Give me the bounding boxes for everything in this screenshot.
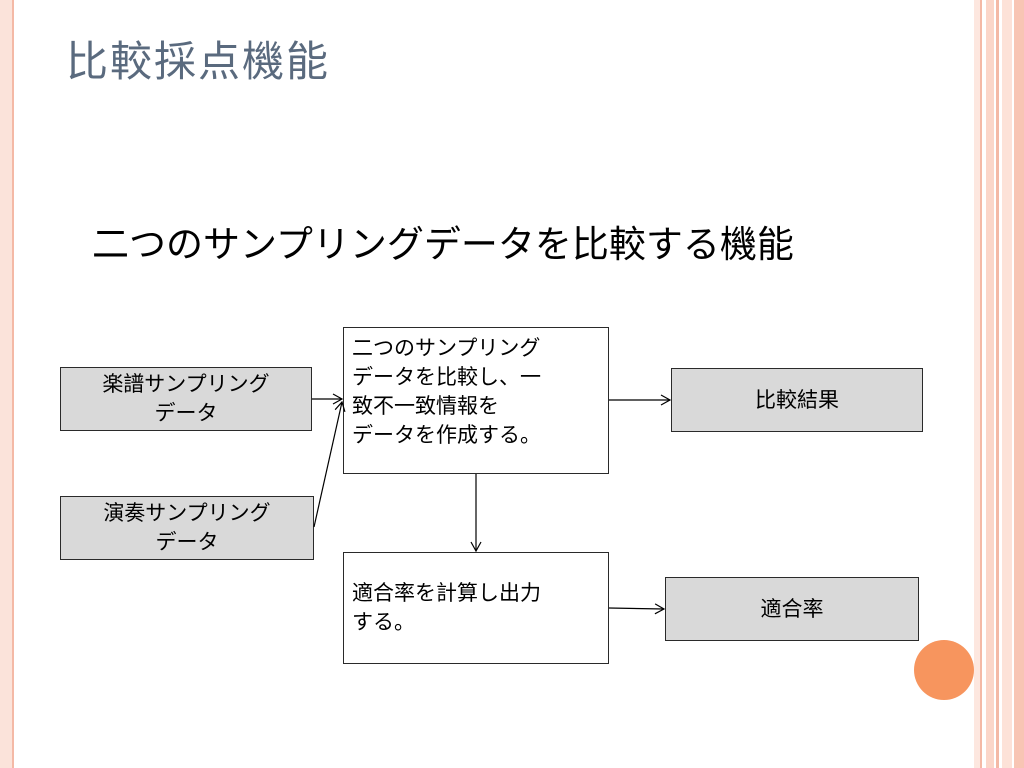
compare-result-box: 比較結果 <box>671 368 923 432</box>
slide-title: 比較採点機能 <box>66 37 331 86</box>
stripe <box>980 0 982 768</box>
arrow-calc-to-match-rate <box>608 603 666 615</box>
left-border-decoration <box>0 0 14 768</box>
performance-sampling-data-box: 演奏サンプリング データ <box>60 496 314 560</box>
calc-output-process-box: 適合率を計算し出力 する。 <box>343 552 609 664</box>
arrow-performance-to-compare <box>313 400 346 528</box>
stripe <box>1002 0 1012 768</box>
stripe <box>986 0 994 768</box>
right-stripes-decoration <box>974 0 1024 768</box>
slide-subtitle: 二つのサンプリングデータを比較する機能 <box>92 223 794 266</box>
compare-process-box: 二つのサンプリング データを比較し、一 致不一致情報を データを作成する。 <box>343 327 609 474</box>
match-rate-box: 適合率 <box>665 577 919 641</box>
score-sampling-data-box: 楽譜サンプリング データ <box>60 367 312 431</box>
stripe <box>1014 0 1024 768</box>
stripe <box>974 0 980 768</box>
stripe <box>996 0 999 768</box>
accent-circle-decoration <box>914 640 974 700</box>
